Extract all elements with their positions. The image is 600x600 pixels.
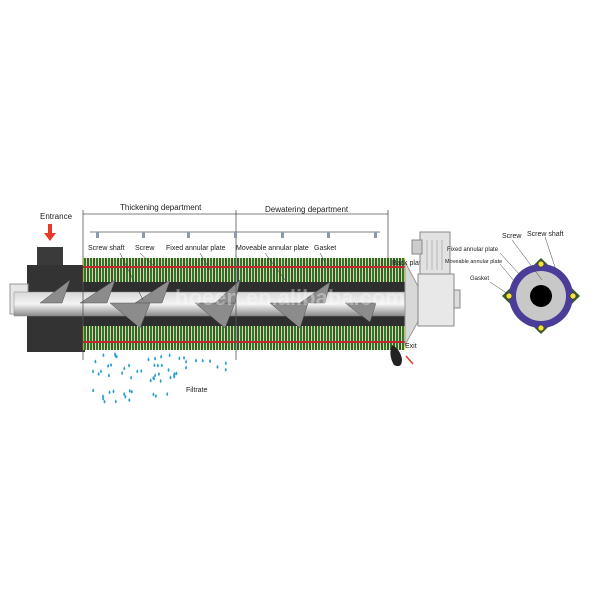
filtrate-drop — [183, 355, 186, 360]
section-screw-label: Screw — [502, 233, 522, 240]
filtrate-drop — [185, 359, 188, 364]
gasket-label: Gasket — [314, 245, 336, 252]
screw-flights — [39, 279, 377, 329]
leader-lines — [119, 252, 326, 301]
section-moveable-plate-label: Moveable annular plate — [445, 259, 502, 265]
filtrate-drop — [110, 362, 113, 367]
filtrate-drop — [136, 369, 139, 374]
filtrate-label: Filtrate — [186, 387, 208, 394]
filtrate-drop — [114, 352, 117, 357]
filtrate-drop — [159, 378, 162, 383]
filtrate-drop — [160, 363, 163, 368]
filtrate-drop — [149, 378, 152, 383]
filtrate-drop — [152, 375, 155, 380]
filtrate-drop — [185, 365, 188, 370]
back-plate-label: Back plate — [392, 260, 425, 267]
filtrate-drop — [152, 392, 155, 397]
filtrate-drop — [102, 353, 105, 358]
exit-arrow-icon — [405, 355, 414, 365]
filtrate-drop — [195, 358, 198, 363]
section-screw-shaft-label: Screw shaft — [527, 231, 564, 238]
moveable-plate-label: Moveable annular plate — [236, 245, 309, 252]
filtrate-drop — [94, 359, 97, 364]
filtrate-drop — [147, 357, 150, 362]
filtrate-drop — [112, 389, 115, 394]
gasket-bolts — [505, 260, 577, 332]
filtrate-drop — [121, 370, 124, 375]
filtrate-drop — [124, 394, 127, 399]
spray-nozzles — [96, 232, 377, 238]
filtrate-drop — [154, 356, 157, 361]
filtrate-drop — [160, 354, 163, 359]
filtrate-drop — [178, 356, 181, 361]
filtrate-drop — [103, 399, 106, 404]
filtrate-drop — [153, 363, 156, 368]
filtrate-drop — [91, 369, 94, 374]
filtrate-drop — [166, 391, 169, 396]
filtrate-drop — [128, 388, 131, 393]
sludge-cake — [390, 345, 402, 367]
filtrate-drop — [123, 391, 126, 396]
filtrate-drop — [130, 389, 133, 394]
filtrate-drop — [201, 358, 204, 363]
filtrate-drop — [107, 363, 110, 368]
filtrate-drop — [114, 399, 117, 404]
exit-label: Exit — [405, 343, 417, 350]
filtrate-drop — [209, 358, 212, 363]
filtrate-drop — [168, 353, 171, 358]
filtrate-drop — [175, 371, 178, 376]
filtrate-drop — [157, 371, 160, 376]
filtrate-drop — [108, 390, 111, 395]
filtrate-drop — [92, 388, 95, 393]
filtrate-drop — [127, 363, 130, 368]
filtrate-drop — [156, 363, 159, 368]
filtrate-drop — [224, 361, 227, 366]
plate-stack-bottom — [83, 326, 405, 350]
filtrate-drop — [154, 373, 157, 378]
filtrate-drop — [140, 368, 143, 373]
filtrate-drop — [167, 367, 170, 372]
filtrate-drop — [99, 369, 102, 374]
plate-stack-top — [83, 258, 405, 282]
filtrate-drop — [169, 375, 172, 380]
cross-section-view — [489, 236, 580, 334]
dewatering-label: Dewatering department — [265, 205, 349, 214]
entrance-arrow-icon — [44, 224, 56, 241]
filtrate-drop — [224, 367, 227, 372]
filtrate-drop — [107, 373, 110, 378]
filtrate-drop — [102, 396, 105, 401]
filtrate-drop — [97, 371, 100, 376]
hopper — [37, 247, 63, 267]
screw-label: Screw — [135, 245, 155, 252]
filtrate-drop — [130, 375, 133, 380]
section-gasket-label: Gasket — [470, 276, 489, 282]
filtrate-drop — [216, 364, 219, 369]
filtrate-drop — [154, 393, 157, 398]
entrance-label: Entrance — [40, 212, 73, 221]
thickening-label: Thickening department — [120, 203, 202, 212]
fixed-plate-label: Fixed annular plate — [166, 245, 226, 252]
filtrate-drop — [173, 374, 176, 379]
screw-shaft-label: Screw shaft — [88, 245, 125, 252]
section-fixed-plate-label: Fixed annular plate — [447, 247, 499, 253]
watermark: hoeen.en.alibaba.com — [175, 285, 405, 310]
drive-motor — [411, 231, 461, 327]
filtrate-drop — [128, 397, 131, 402]
filtrate-drops — [91, 352, 227, 404]
filtrate-drop — [123, 366, 126, 371]
